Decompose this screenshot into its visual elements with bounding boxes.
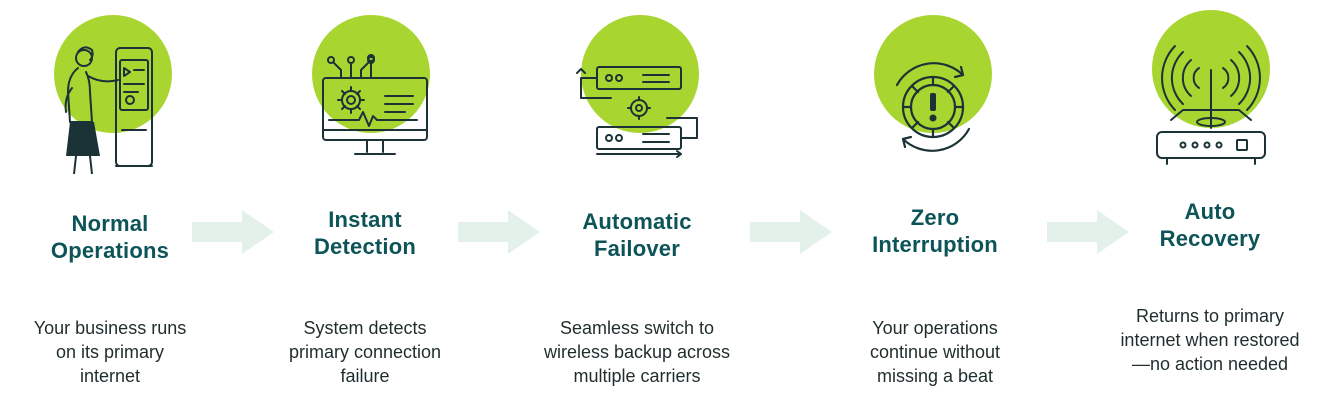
gear-warning-icon	[895, 62, 971, 152]
arrow-right-icon	[750, 210, 832, 254]
arrow-right-icon	[1047, 210, 1129, 254]
monitor-gear-circuit-icon	[322, 54, 428, 155]
accent-circle	[581, 15, 699, 133]
server-failover-icon	[576, 66, 698, 158]
arrow-right-icon	[458, 210, 540, 254]
wireless-router-icon	[1156, 45, 1266, 165]
person-kiosk-icon	[64, 46, 153, 175]
arrow-right-icon	[192, 210, 274, 254]
accent-circle	[874, 15, 992, 133]
